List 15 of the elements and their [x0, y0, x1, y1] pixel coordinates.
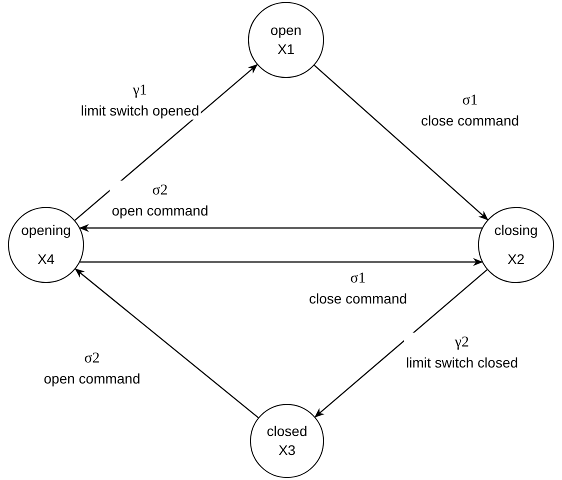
edge-label: σ2 open command [110, 180, 210, 220]
arrow [74, 268, 259, 418]
state-label: closing [494, 222, 538, 238]
state-label: open [270, 22, 302, 38]
state-label: X2 [507, 252, 525, 268]
arrow [314, 269, 488, 418]
state-label: X4 [37, 252, 55, 268]
arrow [314, 64, 488, 220]
state-label: closed [266, 424, 308, 439]
state-label: X1 [277, 42, 295, 58]
arrow [78, 224, 482, 232]
arrow [80, 258, 484, 266]
arrow [74, 64, 258, 221]
state-label: X3 [278, 443, 296, 458]
state-label: opening [21, 222, 71, 238]
